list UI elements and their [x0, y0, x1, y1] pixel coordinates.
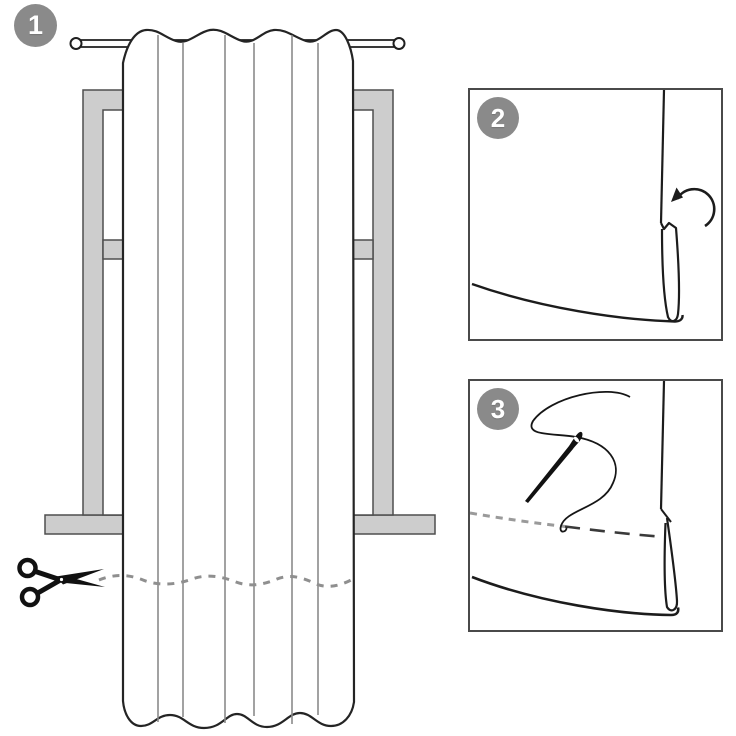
step2-number: 2: [490, 102, 506, 133]
step3-number: 3: [490, 393, 506, 424]
curtain-fold-lines: [157, 35, 319, 724]
step1-badge: 1: [14, 4, 57, 47]
step2-badge: 2: [477, 97, 519, 139]
step2-illustration: [471, 90, 716, 323]
step3-panel: 3: [468, 379, 723, 632]
stitch-line-dark: [564, 525, 665, 539]
fabric-bottom-edge: [471, 282, 684, 323]
fabric-bottom-edge: [471, 575, 680, 617]
thread: [530, 390, 631, 533]
hem-crease: [660, 508, 672, 523]
fold-arrow-icon: [671, 187, 716, 228]
curtain-body: [121, 28, 356, 730]
step3-badge: 3: [477, 388, 519, 430]
step1-illustration: [17, 28, 436, 730]
stitch-line-light: [470, 511, 566, 528]
fabric-edge: [659, 90, 666, 224]
curtain: [121, 28, 356, 730]
scissors-icon: [17, 557, 105, 608]
fabric-edge: [659, 381, 666, 510]
rolled-hem: [660, 221, 681, 323]
rod-finial-left: [69, 37, 83, 50]
step2-panel: 2: [468, 88, 723, 341]
step3-illustration: [470, 381, 680, 617]
hemmed-edge: [663, 517, 679, 612]
cut-line: [98, 574, 354, 588]
needle-icon: [525, 431, 583, 503]
step1-number: 1: [27, 10, 44, 40]
rod-finial-right: [392, 37, 406, 50]
